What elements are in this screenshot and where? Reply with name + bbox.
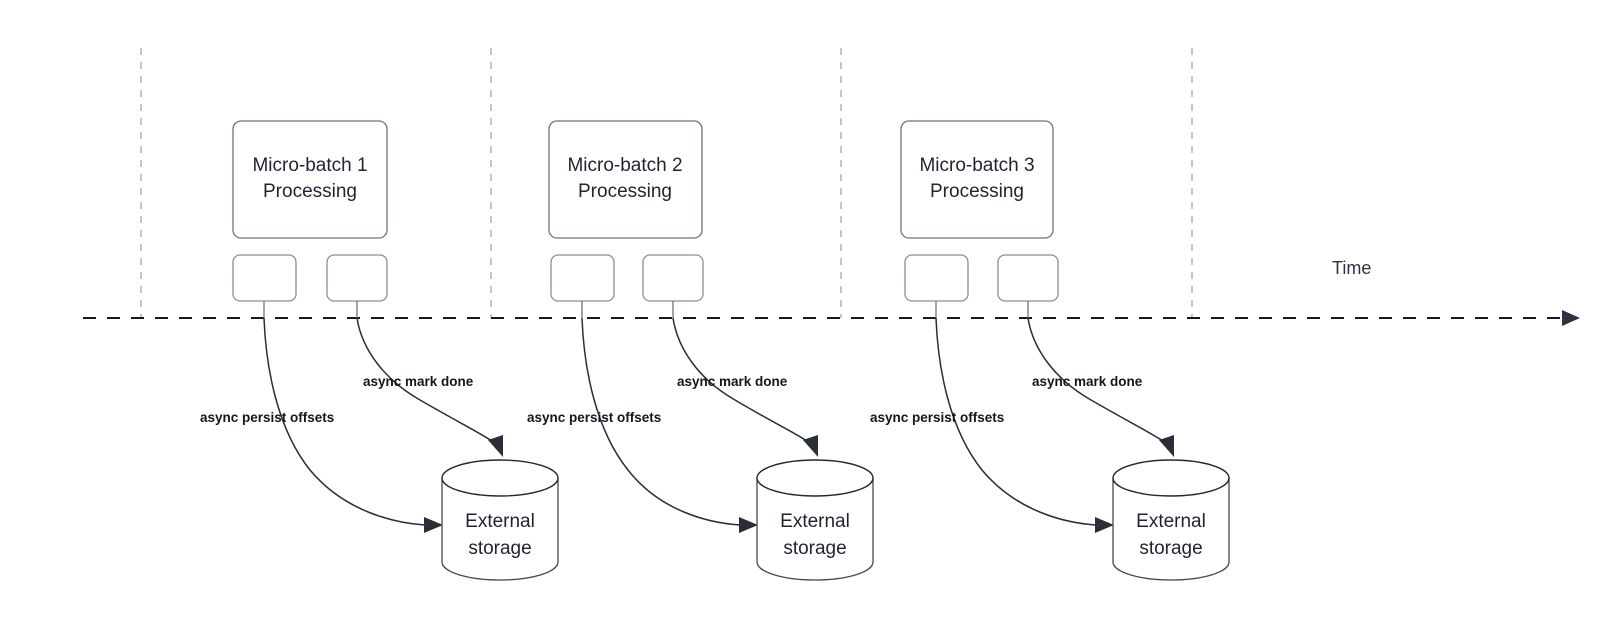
persist-offsets-flow-1 — [263, 317, 426, 526]
persist-offsets-flow-3 — [935, 317, 1097, 526]
micro-batch-box-2-line2: Processing — [578, 181, 672, 202]
mark-done-flow-2 — [672, 317, 811, 444]
mark-done-task-box-1[interactable] — [326, 254, 388, 302]
persist-offsets-label-2: async persist offsets — [527, 410, 661, 425]
external-storage-label-3-line2: storage — [1139, 538, 1202, 559]
external-storage-cylinder-3[interactable]: External storage — [1112, 459, 1230, 581]
external-storage-body-2 — [756, 477, 874, 581]
persist-offsets-flow-arrowhead-1 — [424, 517, 443, 533]
mark-done-label-1: async mark done — [363, 374, 474, 389]
external-storage-cylinder-2[interactable]: External storage — [756, 459, 874, 581]
micro-batch-box-3-line1: Micro-batch 3 — [919, 155, 1034, 176]
time-axis-label: Time — [1332, 258, 1371, 278]
micro-batch-group-2: Micro-batch 2 Processing async persist o… — [527, 120, 874, 581]
external-storage-top-1 — [441, 459, 559, 497]
external-storage-label-2-line1: External — [780, 511, 850, 532]
batch-boundary-ticks — [140, 48, 1193, 318]
external-storage-label-1-line1: External — [465, 511, 535, 532]
timeline-axis — [83, 310, 1580, 326]
micro-batch-box-2-line1: Micro-batch 2 — [567, 155, 682, 176]
persist-offsets-task-box-2[interactable] — [550, 254, 615, 302]
micro-batch-box-2[interactable] — [548, 120, 703, 239]
mark-done-flow-arrowhead-3 — [1159, 435, 1174, 457]
mark-done-flow-arrowhead-2 — [803, 435, 818, 457]
external-storage-body-3 — [1112, 477, 1230, 581]
persist-offsets-label-3: async persist offsets — [870, 410, 1004, 425]
micro-batch-group-1: Micro-batch 1 Processing async persist o… — [200, 120, 559, 581]
persist-offsets-task-box-1[interactable] — [232, 254, 297, 302]
persist-offsets-task-box-3[interactable] — [904, 254, 969, 302]
micro-batch-group-3: Micro-batch 3 Processing async persist o… — [870, 120, 1230, 581]
mark-done-task-box-2[interactable] — [642, 254, 704, 302]
external-storage-cylinder-1[interactable]: External storage — [441, 459, 559, 581]
persist-offsets-flow-arrowhead-3 — [1095, 517, 1114, 533]
mark-done-label-3: async mark done — [1032, 374, 1143, 389]
mark-done-flow-3 — [1027, 317, 1167, 444]
micro-batch-box-1[interactable] — [232, 120, 388, 239]
micro-batch-box-3[interactable] — [900, 120, 1054, 239]
mark-done-flow-arrowhead-1 — [488, 435, 503, 457]
persist-offsets-label-1: async persist offsets — [200, 410, 334, 425]
external-storage-top-2 — [756, 459, 874, 497]
external-storage-label-2-line2: storage — [783, 538, 846, 559]
micro-batch-box-1-line2: Processing — [263, 181, 357, 202]
external-storage-label-1-line2: storage — [468, 538, 531, 559]
persist-offsets-flow-arrowhead-2 — [739, 517, 758, 533]
micro-batch-box-1-line1: Micro-batch 1 — [252, 155, 367, 176]
micro-batch-box-3-line2: Processing — [930, 181, 1024, 202]
mark-done-flow-1 — [356, 317, 496, 444]
external-storage-body-1 — [441, 477, 559, 581]
timeline-arrowhead — [1562, 310, 1580, 326]
mark-done-task-box-3[interactable] — [997, 254, 1059, 302]
mark-done-label-2: async mark done — [677, 374, 788, 389]
persist-offsets-flow-2 — [581, 317, 741, 526]
external-storage-label-3-line1: External — [1136, 511, 1206, 532]
external-storage-top-3 — [1112, 459, 1230, 497]
